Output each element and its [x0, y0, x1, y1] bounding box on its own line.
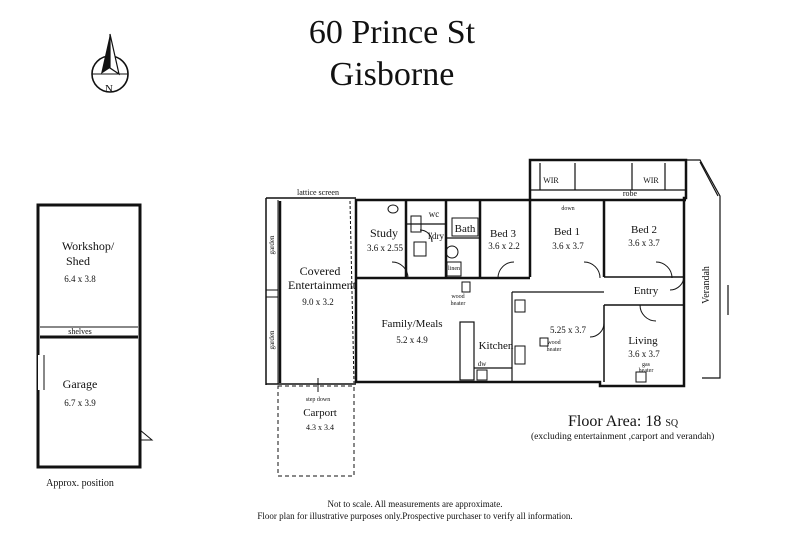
gas-heater-label-a: gas: [642, 362, 651, 368]
gas-heater-label-b: heater: [639, 368, 654, 374]
shelves-label: shelves: [68, 327, 92, 336]
wood-heater-2-label-b: heater: [547, 347, 562, 353]
wir-right-label: WIR: [643, 176, 659, 185]
down-label: down: [561, 206, 574, 212]
outbuilding: [36, 203, 154, 469]
living-label: Living: [628, 335, 658, 347]
family-label: Family/Meals: [381, 318, 442, 330]
carport-area: [277, 385, 355, 477]
bed2-size: 3.6 x 3.7: [628, 238, 660, 248]
living-size: 3.6 x 3.7: [628, 349, 660, 359]
footer-line-1: Not to scale. All measurements are appro…: [328, 499, 503, 509]
bath-label: Bath: [455, 223, 476, 235]
workshop-label-1: Workshop/: [62, 239, 115, 253]
entry-label: Entry: [634, 285, 659, 297]
wc-label: wc: [429, 209, 440, 219]
dining-size: 5.25 x 3.7: [550, 325, 587, 335]
entertainment-area: [265, 197, 356, 385]
lattice-screen-label: lattice screen: [297, 188, 339, 197]
wood-heater-2-label-a: wood: [547, 340, 560, 346]
kitchen-label: Kitchen: [479, 340, 514, 352]
carport-label: Carport: [303, 407, 337, 419]
verandah-label: Verandah: [701, 266, 712, 304]
garden-label-2: garden: [268, 330, 276, 350]
dw-label: dw: [478, 360, 488, 368]
garage-label: Garage: [63, 377, 98, 391]
family-size: 5.2 x 4.9: [396, 335, 428, 345]
robe-label: robe: [623, 189, 638, 198]
laundry-label: l'dry: [428, 231, 445, 241]
workshop-size: 6.4 x 3.8: [64, 274, 96, 284]
covered-size: 9.0 x 3.2: [302, 297, 334, 307]
carport-size: 4.3 x 3.4: [306, 423, 334, 432]
floor-area-note: (excluding entertainment ,carport and ve…: [531, 431, 714, 442]
covered-label-1: Covered: [300, 264, 341, 278]
address-line-1: 60 Prince St: [308, 14, 476, 51]
bed1-size: 3.6 x 3.7: [552, 241, 584, 251]
step-down-label: step down: [306, 397, 331, 403]
fixtures: [387, 204, 647, 383]
approx-position-label: Approx. position: [46, 478, 114, 489]
garage-size: 6.7 x 3.9: [64, 398, 96, 408]
bed3-size: 3.6 x 2.2: [488, 241, 520, 251]
bed1-label: Bed 1: [554, 226, 580, 238]
covered-label-2: Entertainment: [288, 278, 357, 292]
doors: [391, 229, 685, 338]
wood-heater-1-label-b: heater: [451, 301, 466, 307]
wir-left-label: WIR: [543, 176, 559, 185]
study-size: 3.6 x 2.55: [367, 243, 404, 253]
workshop-label-2: Shed: [66, 254, 90, 268]
wood-heater-1-label-a: wood: [451, 294, 464, 300]
bed3-label: Bed 3: [490, 228, 516, 240]
study-label: Study: [370, 226, 398, 240]
house-walls: [354, 158, 688, 388]
address-line-2: Gisborne: [329, 56, 455, 93]
linen-label: linen: [448, 266, 460, 272]
verandah-area: [686, 159, 729, 379]
bed2-label: Bed 2: [631, 224, 657, 236]
footer-line-2: Floor plan for illustrative purposes onl…: [257, 511, 572, 521]
floor-area-label: Floor Area: 18 SQ: [568, 413, 679, 430]
north-arrow-icon: N: [91, 33, 129, 95]
compass-n-label: N: [105, 83, 113, 95]
garden-label-1: garden: [268, 235, 276, 255]
